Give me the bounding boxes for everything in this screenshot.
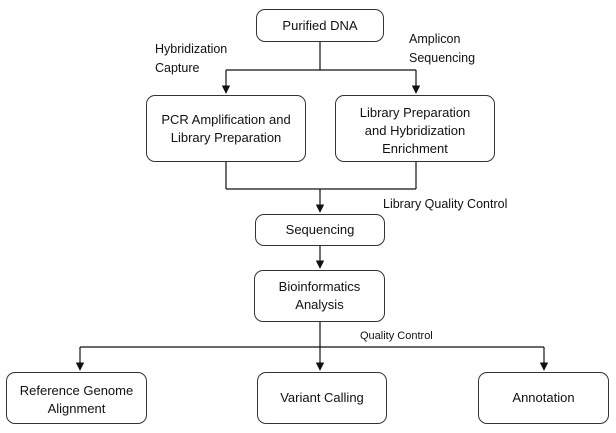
library-preparation-box: Library Preparation and Hybridization En… bbox=[335, 95, 495, 162]
reference-genome-text: Reference Genome Alignment bbox=[19, 383, 134, 416]
annotation-box: Annotation bbox=[478, 372, 609, 424]
variant-calling-box: Variant Calling bbox=[257, 372, 387, 424]
hybridization-capture-label: Hybridization Capture bbox=[155, 42, 228, 75]
annotation-text: Annotation bbox=[512, 390, 575, 405]
variant-calling-text: Variant Calling bbox=[280, 390, 364, 405]
sequencing-text: Sequencing bbox=[285, 222, 355, 237]
library-preparation-text: Library Preparation and Hybridization En… bbox=[359, 105, 471, 156]
library-quality-control-label: Library Quality Control bbox=[383, 197, 508, 211]
bioinformatics-text: Bioinformatics Analysis bbox=[278, 279, 361, 312]
purified-dna-text: Purified DNA bbox=[282, 17, 358, 33]
purified-dna-box: Purified DNA bbox=[256, 9, 384, 42]
sequencing-box: Sequencing bbox=[255, 214, 385, 246]
pcr-amplification-text: PCR Amplification and Library Preparatio… bbox=[161, 111, 291, 145]
reference-genome-box: Reference Genome Alignment bbox=[6, 372, 147, 424]
quality-control-label: Quality Control bbox=[360, 330, 433, 342]
amplicon-sequencing-label: Amplicon Sequencing bbox=[409, 32, 476, 65]
pcr-amplification-box: PCR Amplification and Library Preparatio… bbox=[146, 95, 306, 162]
bioinformatics-box: Bioinformatics Analysis bbox=[254, 270, 385, 322]
